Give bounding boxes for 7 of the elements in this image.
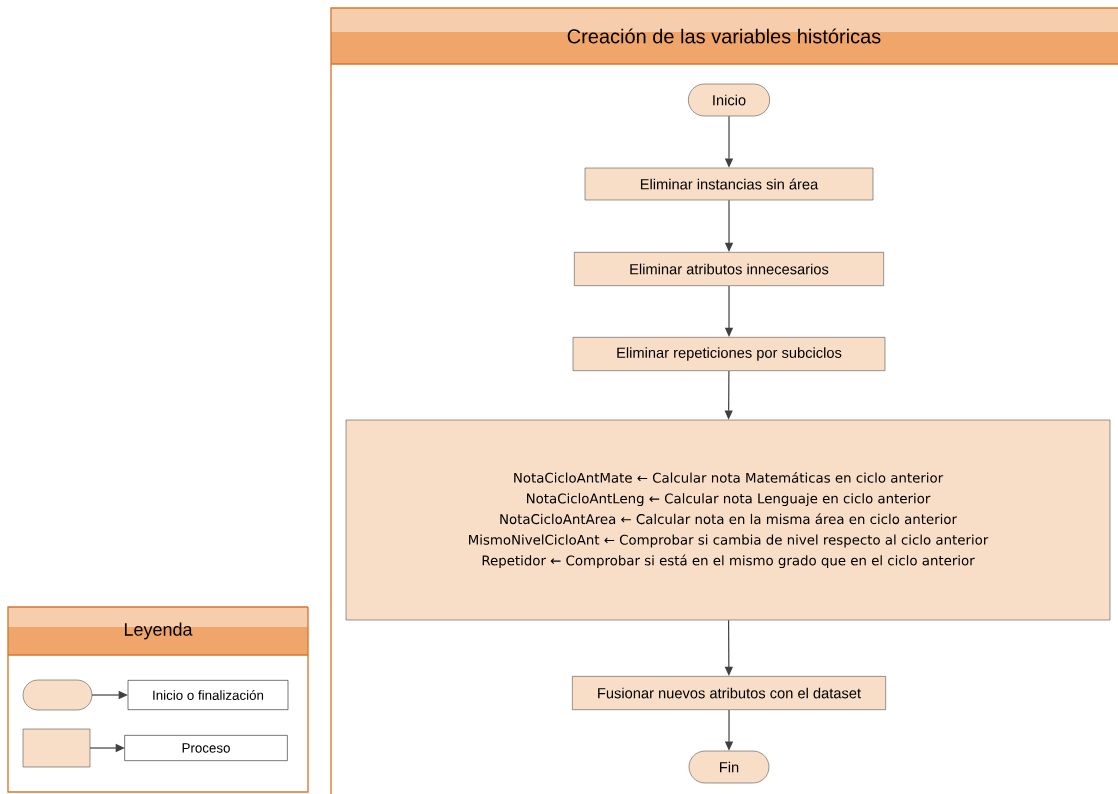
- process-box: Eliminar atributos innecesarios: [574, 252, 884, 286]
- legend-label: Inicio o finalización: [127, 680, 289, 710]
- process-box: Eliminar repeticiones por subciclos: [572, 337, 886, 371]
- process-box: NotaCicloAntMate ← Calcular nota Matemáticas en ciclo anterior NotaCicloAntLeng ← Calcular nota Lenguaje en ciclo anterior NotaCicloAntArea ← Calcular nota en la misma área en ciclo anterior MismoNivelCicloAnt ← Comprobar si cambia de nivel respecto al ciclo anterior Repetidor ← Comprobar si está en el mismo grado que en el ciclo anterior: [345, 419, 1111, 621]
- legend-label: Proceso: [124, 735, 288, 761]
- process-box: Eliminar instancias sin área: [584, 167, 874, 201]
- process-box: Fusionar nuevos atributos con el dataset: [572, 676, 886, 710]
